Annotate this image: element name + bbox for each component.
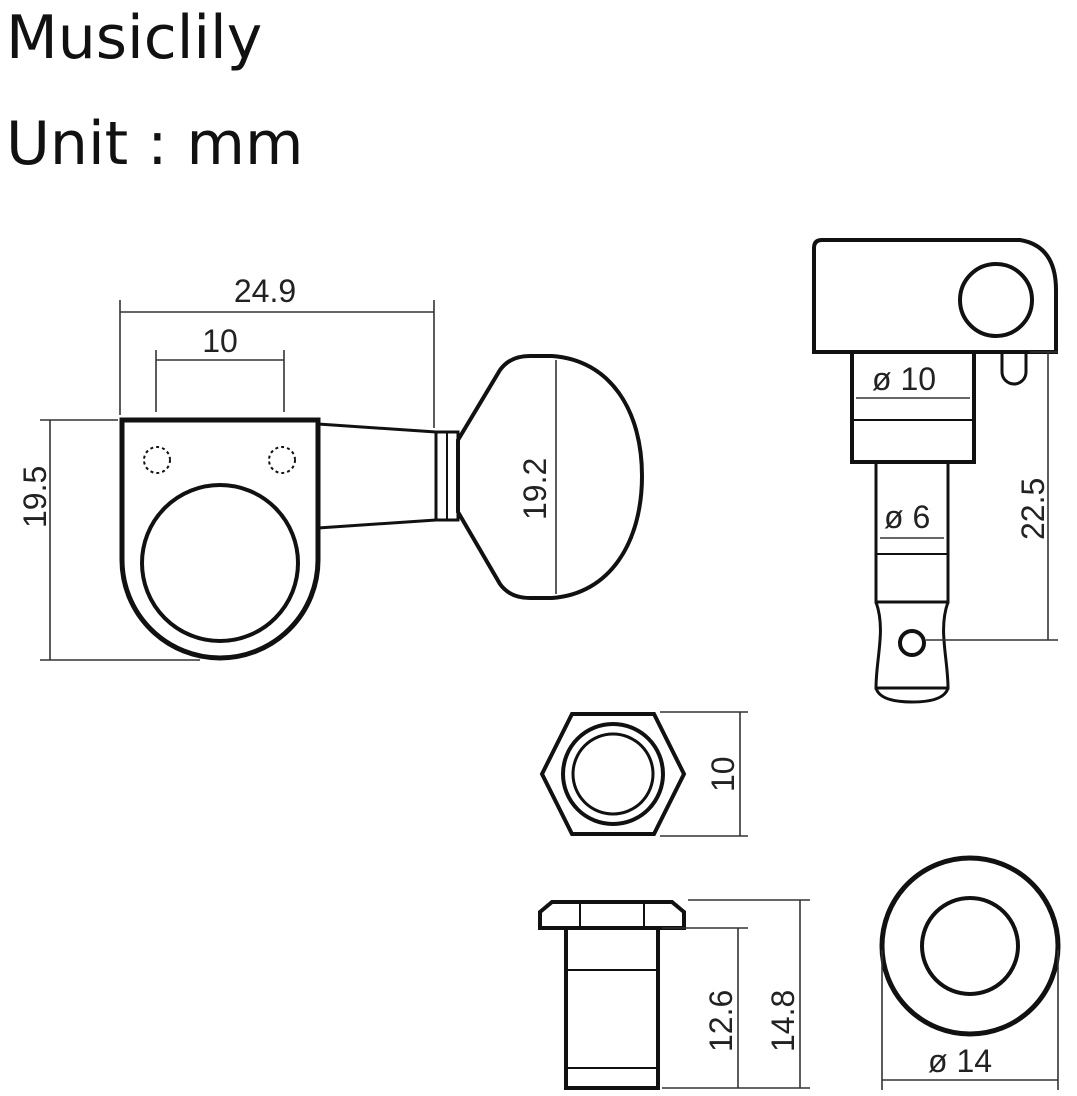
dimension-lines-front (40, 300, 557, 661)
dim-bushing-total-height: 14.8 (765, 990, 801, 1052)
dimension-lines-side (856, 351, 1058, 641)
dim-button-height: 19.2 (517, 458, 553, 520)
brand-title: Musiclily (6, 3, 263, 73)
washer-view (879, 855, 1061, 1037)
unit-label: Unit : mm (6, 109, 304, 179)
tuner-side-view (812, 238, 1058, 704)
dimension-lines-washer (881, 950, 1059, 1090)
dim-bushing-body-height: 12.6 (703, 990, 739, 1052)
dimension-lines-nut (660, 711, 748, 837)
hex-nut-view (539, 712, 687, 836)
dim-post-diameter-lower: ø 6 (884, 499, 930, 535)
dim-hex-nut-size: 10 (705, 756, 741, 792)
dim-post-length: 22.5 (1015, 478, 1051, 540)
dim-base-height: 19.5 (17, 466, 53, 528)
dim-tuner-width: 24.9 (234, 273, 296, 309)
dim-hole-spacing: 10 (202, 323, 238, 359)
bushing-view (538, 900, 686, 1090)
dim-washer-diameter: ø 14 (928, 1043, 992, 1079)
dimension-lines-bushing (662, 899, 810, 1089)
tuner-front-view (119, 354, 645, 661)
dim-post-diameter-upper: ø 10 (872, 361, 936, 397)
